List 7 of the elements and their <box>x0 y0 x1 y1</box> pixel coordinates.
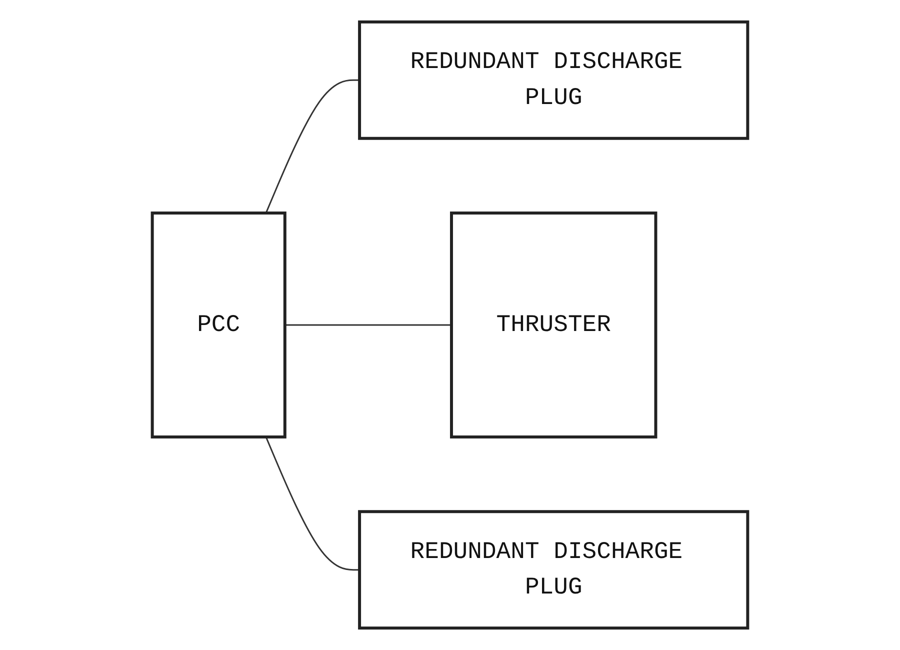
connector <box>265 79 360 214</box>
node-box: REDUNDANT DISCHARGE PLUG <box>358 20 750 140</box>
connector <box>284 324 452 326</box>
connector <box>265 436 360 571</box>
node-box: PCC <box>150 212 286 438</box>
node-box: THRUSTER <box>450 212 658 438</box>
node-box: REDUNDANT DISCHARGE PLUG <box>358 510 750 630</box>
